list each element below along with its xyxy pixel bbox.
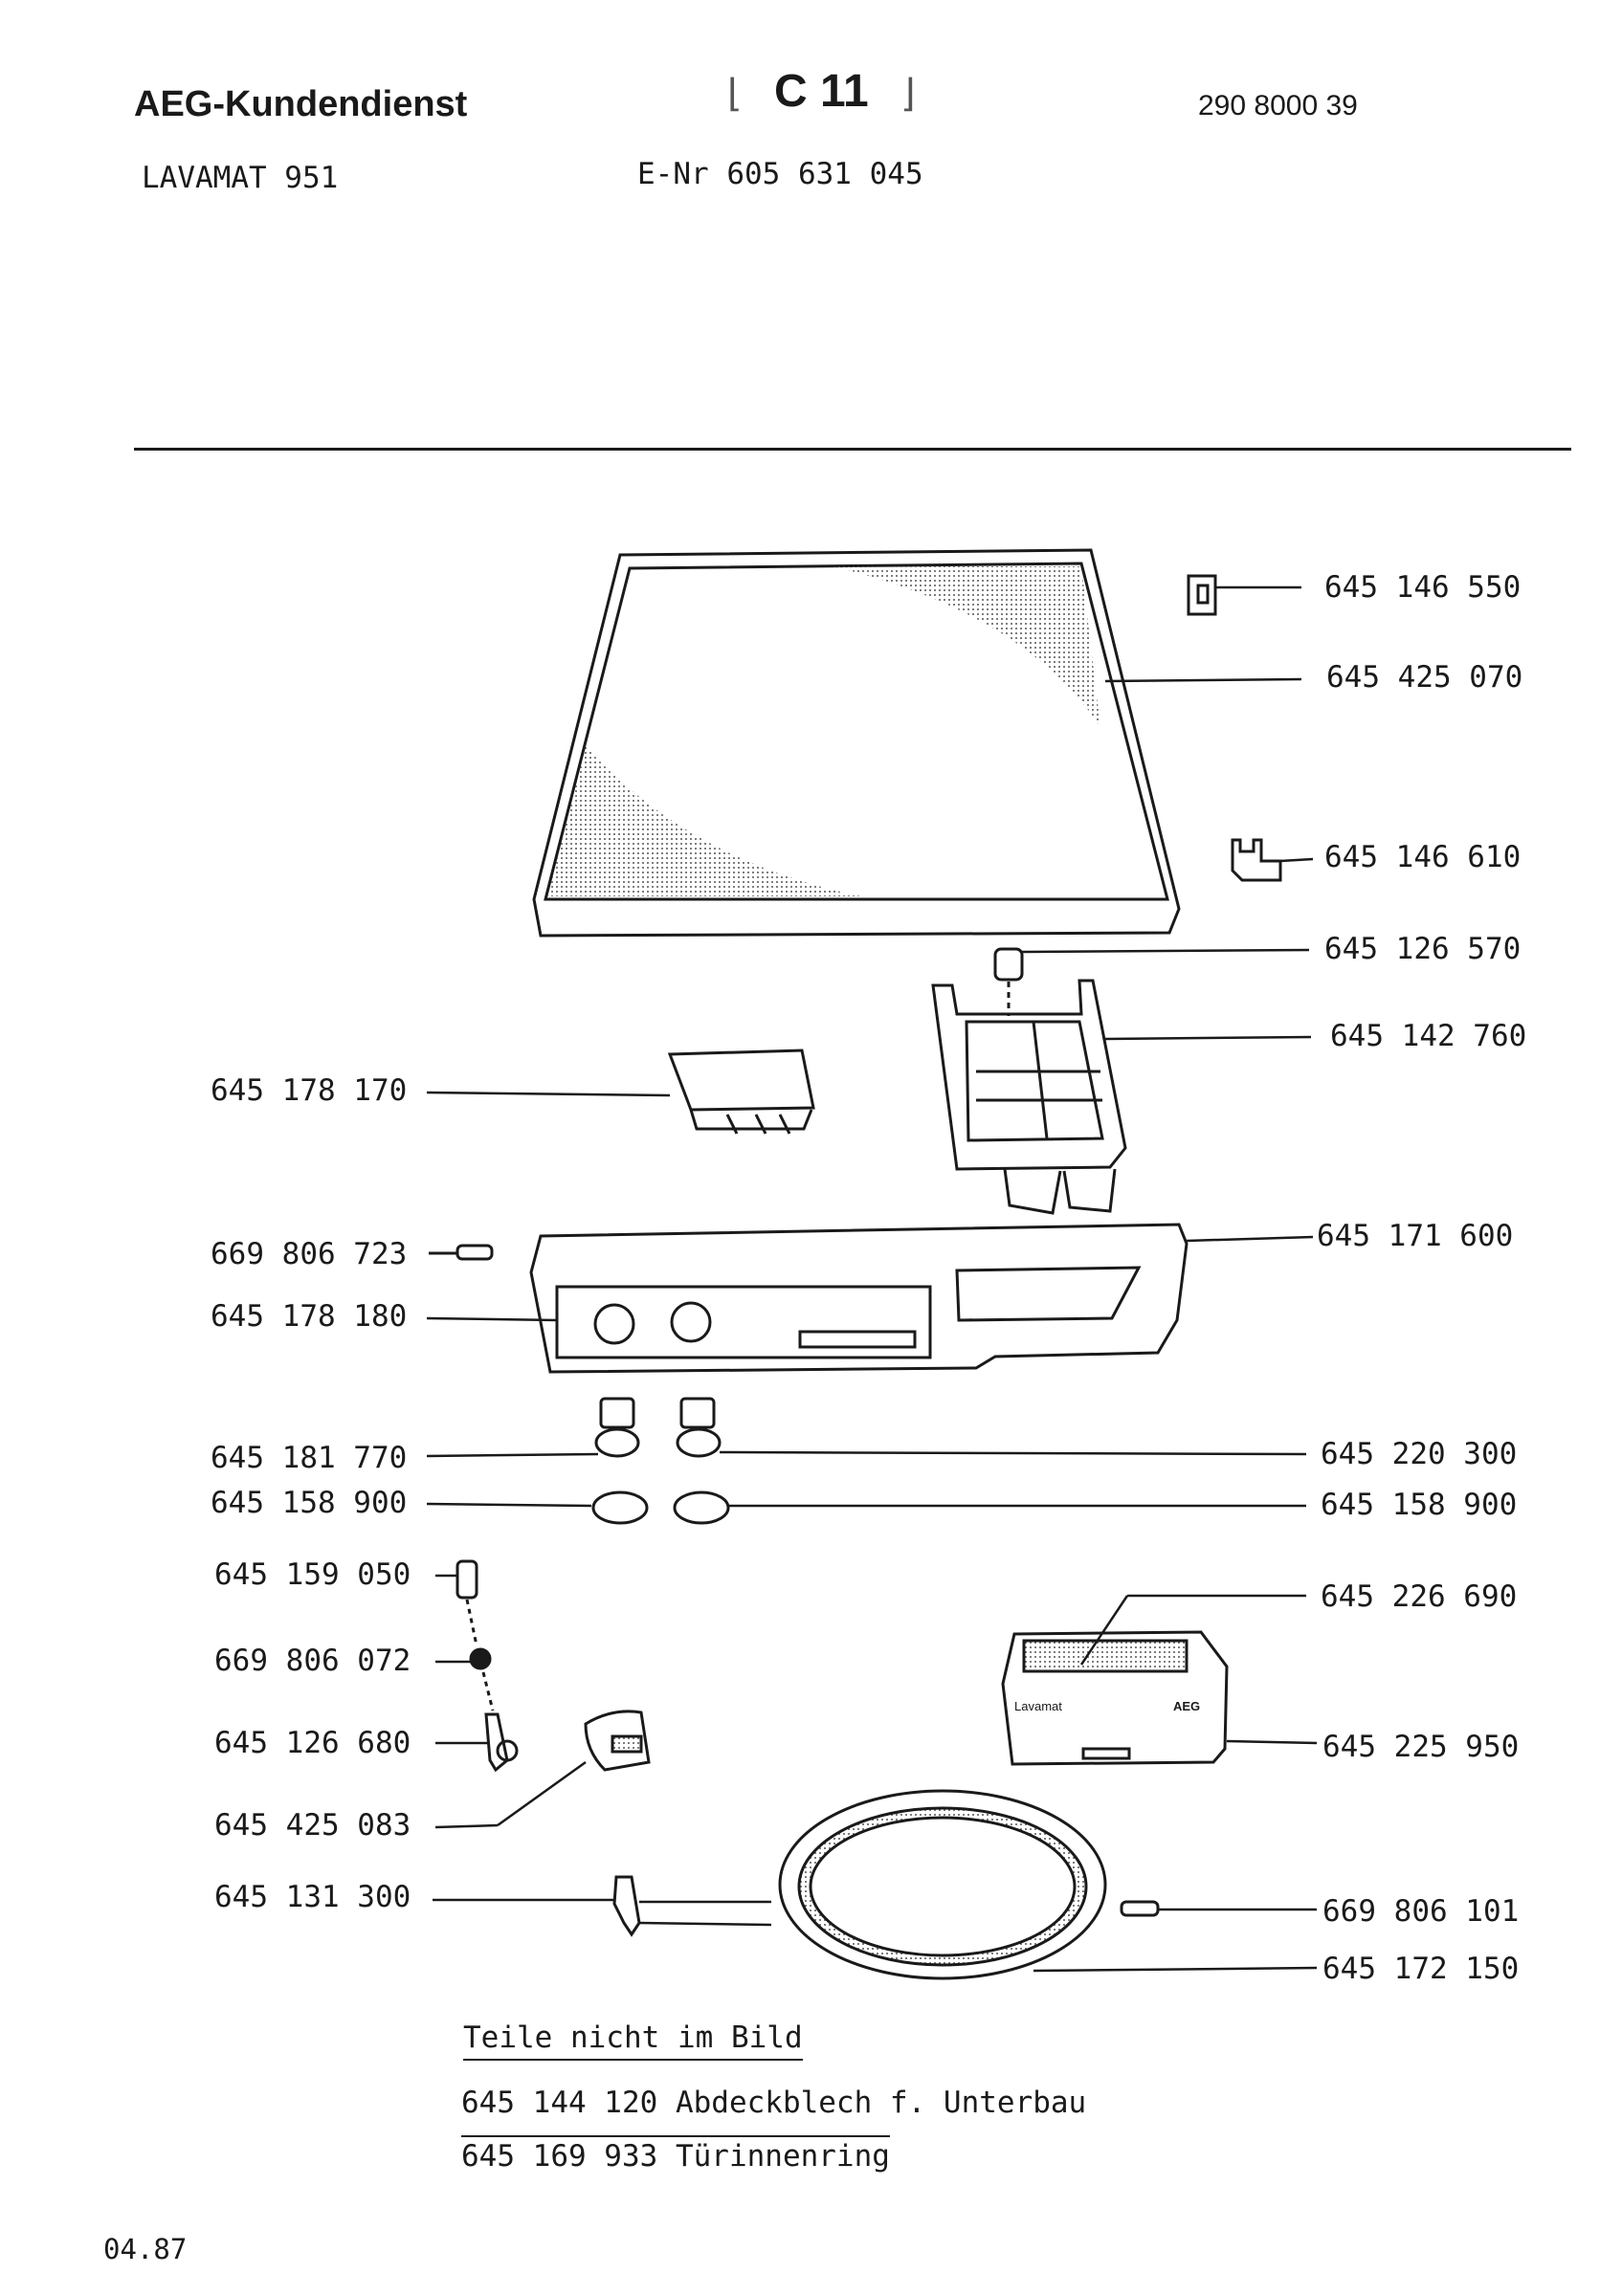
door-lock-parts-drawing xyxy=(455,1559,519,1773)
part-number: 645 146 610 xyxy=(1324,840,1522,874)
brand-title: AEG-Kundendienst xyxy=(134,84,468,124)
revision-date: 04.87 xyxy=(103,2233,188,2265)
panel-label-lavamat: Lavamat xyxy=(1014,1699,1062,1713)
part-number: 645 172 150 xyxy=(1322,1952,1520,1986)
part-number: 645 142 760 xyxy=(1330,1019,1527,1053)
service-flap-drawing xyxy=(1001,1630,1229,1766)
screw-left-drawing xyxy=(429,1244,494,1261)
note-item: 645 169 933 Türinnenring xyxy=(461,2135,890,2174)
part-number: 645 425 083 xyxy=(214,1808,411,1843)
part-number: 645 171 600 xyxy=(1317,1219,1514,1253)
door-frame-clip-drawing xyxy=(612,1875,641,1937)
part-number: 645 146 550 xyxy=(1324,570,1522,605)
model-name: LAVAMAT 951 xyxy=(142,161,339,195)
detergent-drawer-drawing xyxy=(931,979,1127,1215)
part-number: 645 131 300 xyxy=(214,1880,411,1914)
bracket-left-icon: ⌊ xyxy=(727,73,774,115)
hinge-bracket-drawing xyxy=(1231,838,1282,882)
note-item: 645 144 120 Abdeckblech f. Unterbau xyxy=(461,2086,1087,2120)
section-code-text: C 11 xyxy=(773,66,869,117)
panel-label-aeg: AEG xyxy=(1173,1699,1200,1713)
part-number: 645 226 690 xyxy=(1321,1579,1518,1614)
e-number: E-Nr 605 631 045 xyxy=(637,157,923,191)
part-number: 645 126 680 xyxy=(214,1726,411,1760)
part-number: 645 220 300 xyxy=(1321,1437,1518,1471)
bracket-right-icon: ⌋ xyxy=(868,73,916,115)
control-panel-drawing xyxy=(529,1223,1189,1374)
part-number: 669 806 072 xyxy=(214,1644,411,1678)
screw-right-drawing xyxy=(1120,1900,1160,1917)
part-number: 645 181 770 xyxy=(211,1441,408,1475)
program-knob-right-drawing xyxy=(676,1397,722,1458)
part-number: 669 806 723 xyxy=(211,1237,408,1271)
part-number: 645 158 900 xyxy=(211,1486,408,1520)
section-code: ⌊ C 11 ⌋ xyxy=(727,65,916,118)
door-handle-drawing xyxy=(584,1710,651,1772)
document-number: 290 8000 39 xyxy=(1198,90,1358,121)
part-number: 669 806 101 xyxy=(1322,1894,1520,1929)
program-knob-left-drawing xyxy=(594,1397,640,1458)
control-board-drawing xyxy=(667,1049,815,1135)
part-number: 645 126 570 xyxy=(1324,932,1522,966)
knob-disc-drawing xyxy=(591,1490,730,1525)
part-number: 645 178 180 xyxy=(211,1299,408,1334)
top-cover-drawing xyxy=(532,548,1181,938)
part-number: 645 425 070 xyxy=(1326,660,1523,695)
dispenser-cap-drawing xyxy=(993,947,1024,1016)
notes-heading: Teile nicht im Bild xyxy=(463,2020,803,2061)
door-ring-drawing xyxy=(778,1789,1107,1980)
part-number: 645 225 950 xyxy=(1322,1730,1520,1764)
top-clip-drawing xyxy=(1187,574,1217,616)
leader-lines xyxy=(426,585,1318,1973)
part-number: 645 159 050 xyxy=(214,1557,411,1592)
part-number: 645 158 900 xyxy=(1321,1488,1518,1522)
header-divider xyxy=(134,448,1571,451)
part-number: 645 178 170 xyxy=(211,1073,408,1108)
